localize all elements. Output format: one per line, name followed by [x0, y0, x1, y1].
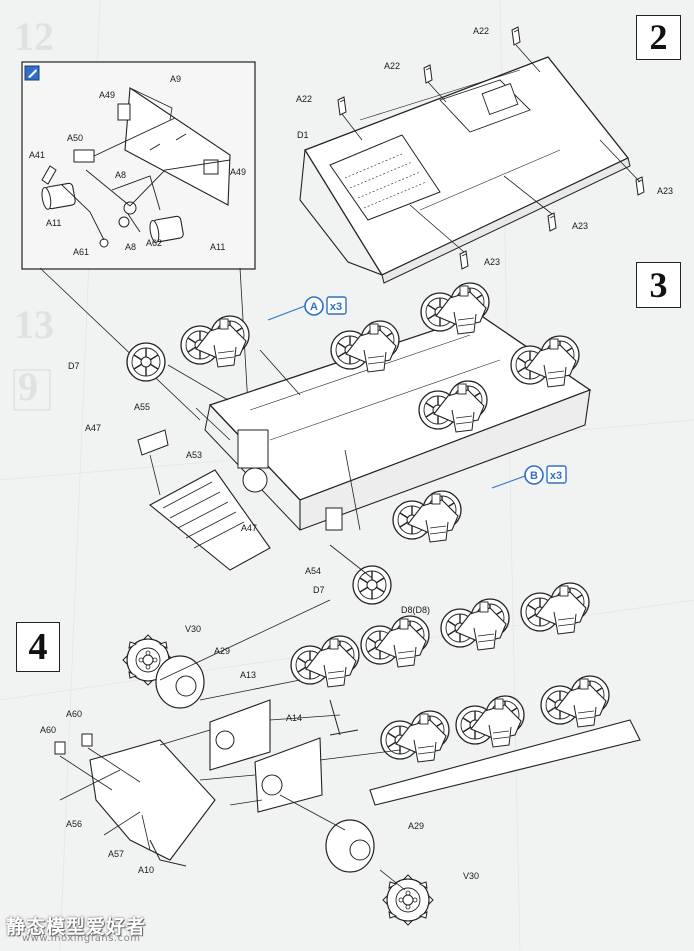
label-A41: A41	[29, 150, 45, 160]
label-A54: A54	[305, 566, 321, 576]
label-A49: A49	[99, 90, 115, 100]
part-A23-right	[635, 176, 645, 196]
paint-brush-glyph	[28, 69, 37, 78]
label-A11: A11	[46, 218, 61, 228]
label-A8: A8	[125, 242, 136, 252]
faint-number-9: 9	[18, 364, 38, 409]
label-D1: D1	[297, 130, 309, 140]
label-A9: A9	[170, 74, 181, 84]
label-A61: A61	[73, 247, 89, 257]
label-D7: D7	[68, 361, 80, 371]
step-number-4: 4	[16, 622, 60, 672]
inset-assembly	[21, 61, 256, 270]
label-A22: A22	[296, 94, 312, 104]
label-D7: D7	[313, 585, 325, 595]
faint-number-13: 13	[14, 302, 54, 347]
upper-hull-plate	[299, 56, 631, 284]
label-A13: A13	[240, 670, 256, 680]
label-A49: A49	[230, 167, 246, 177]
label-A55: A55	[134, 402, 150, 412]
callout-B-x3: B x3	[491, 465, 567, 489]
label-A60: A60	[66, 709, 82, 719]
label-A57: A57	[108, 849, 124, 859]
label-A23: A23	[572, 221, 588, 231]
label-D8: D8(D8)	[401, 605, 430, 615]
label-A10: A10	[138, 865, 154, 875]
label-A29: A29	[214, 646, 230, 656]
part-A23-low	[459, 250, 469, 270]
label-A47: A47	[241, 523, 257, 533]
callout-B-multiplier: x3	[550, 470, 562, 482]
callout-B-letter: B	[530, 470, 538, 482]
watermark-text: 静态模型爱好者	[6, 916, 147, 938]
callout-A-letter: A	[310, 301, 318, 313]
label-A29: A29	[408, 821, 424, 831]
callout-A-multiplier: x3	[330, 301, 342, 313]
step-number-2: 2	[636, 15, 681, 60]
label-A47: A47	[85, 423, 101, 433]
part-labels: A22 A22 A22 D1 A23 A23 A23 A49 A9 A50 A4…	[29, 26, 673, 881]
label-A22: A22	[473, 26, 489, 36]
part-A22-mid	[423, 64, 433, 84]
label-A53: A53	[186, 450, 202, 460]
part-A23-mid	[547, 212, 557, 232]
label-A22: A22	[384, 61, 400, 71]
watermark-url: www.moxingfans.com	[22, 933, 141, 944]
faint-number-12: 12	[14, 14, 54, 59]
label-A23: A23	[657, 186, 673, 196]
label-A11: A11	[210, 242, 225, 252]
label-V30: V30	[185, 624, 201, 634]
part-A22-top	[511, 26, 521, 46]
label-A50: A50	[67, 133, 83, 143]
suspension-bogies-step4	[291, 583, 641, 806]
label-A23: A23	[484, 257, 500, 267]
label-V30: V30	[463, 871, 479, 881]
label-A62: A62	[146, 238, 162, 248]
label-A14: A14	[286, 713, 302, 723]
label-A56: A56	[66, 819, 82, 829]
label-A8: A8	[115, 170, 126, 180]
step-number-3: 3	[636, 262, 681, 308]
label-A60: A60	[40, 725, 56, 735]
part-A47-plate	[137, 429, 271, 571]
part-A22-left	[337, 96, 347, 116]
callout-A-x3: A x3	[267, 296, 347, 321]
